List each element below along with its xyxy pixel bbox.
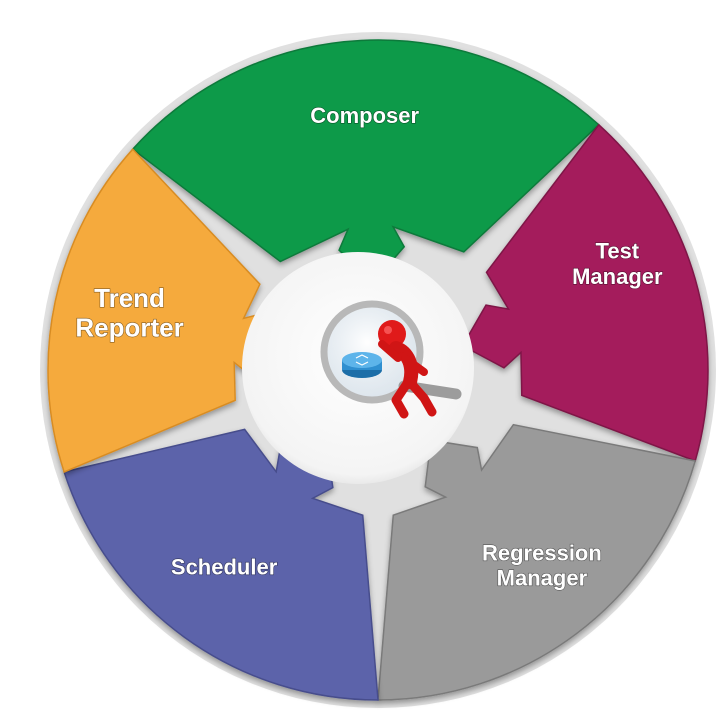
label-test-manager-line-2: Manager bbox=[572, 264, 663, 289]
label-trend-reporter-line-1: Trend bbox=[94, 283, 165, 313]
magnifier-figure-icon bbox=[320, 300, 462, 419]
label-scheduler-line-1: Scheduler bbox=[171, 555, 278, 580]
red-figure-icon bbox=[378, 320, 437, 419]
label-composer-line-1: Composer bbox=[310, 103, 419, 128]
router-puck-icon bbox=[342, 352, 382, 378]
label-trend-reporter-line-2: Reporter bbox=[75, 313, 183, 343]
segment-scheduler bbox=[63, 428, 379, 701]
labels-layer: ComposerTestManagerRegressionManagerSche… bbox=[75, 102, 664, 591]
segments-layer bbox=[47, 39, 709, 701]
label-regression-manager-line-1: Regression bbox=[482, 540, 602, 565]
segment-regression-manager bbox=[377, 423, 697, 701]
segment-composer bbox=[131, 39, 600, 284]
segment-test-manager bbox=[461, 123, 709, 462]
label-test-manager-line-1: Test bbox=[596, 238, 640, 263]
label-regression-manager-line-2: Manager bbox=[497, 566, 588, 591]
